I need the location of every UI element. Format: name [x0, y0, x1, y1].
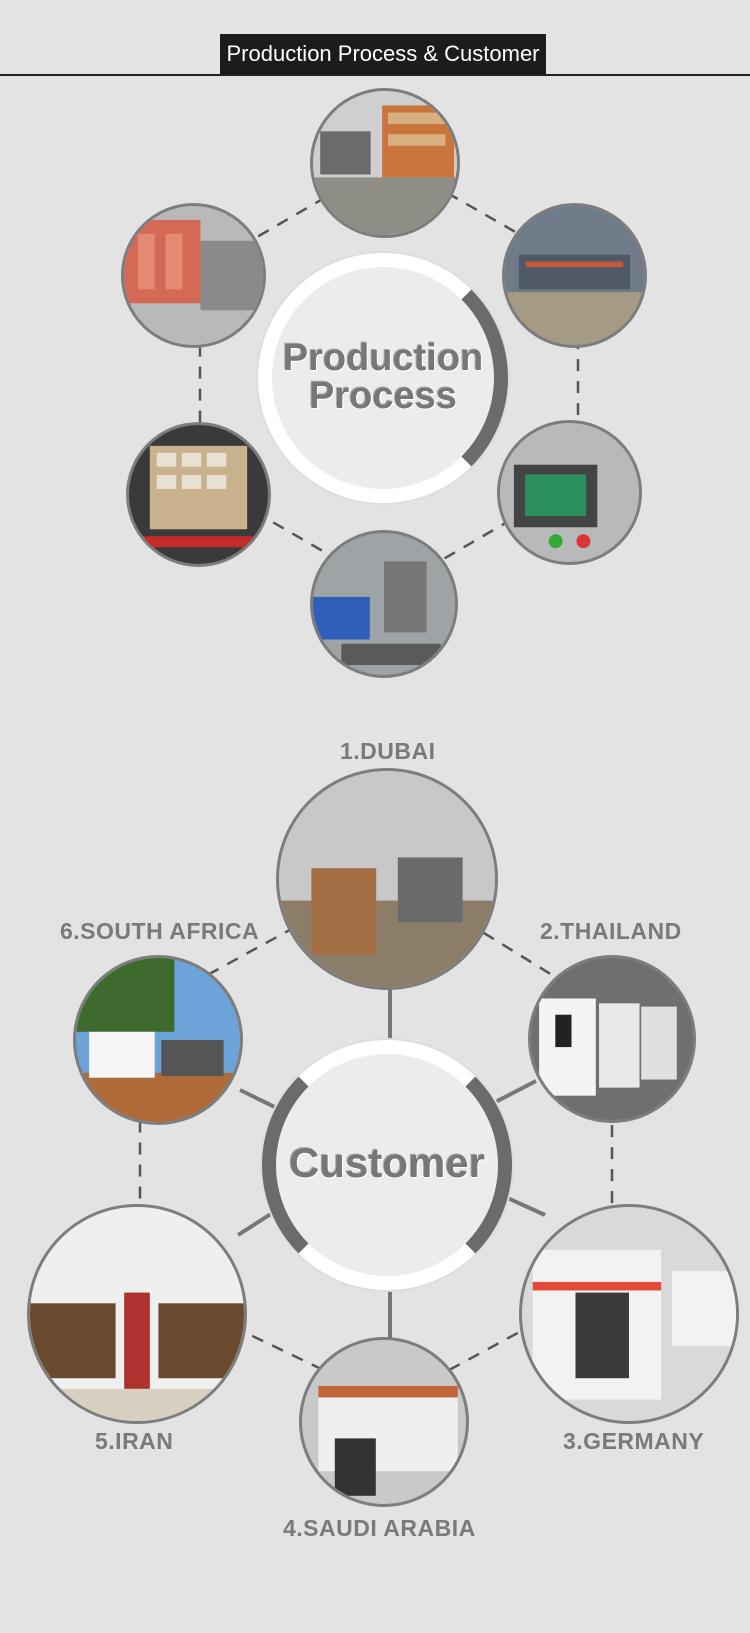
page-title: Production Process & Customer: [220, 34, 546, 74]
container-loading-photo: [126, 422, 271, 567]
iran-photo: [27, 1204, 247, 1424]
saudi-arabia-photo: [299, 1337, 469, 1507]
label-dubai: 1.DUBAI: [340, 738, 436, 764]
control-panel-photo: [497, 420, 642, 565]
customer-title: Customer: [288, 1139, 486, 1186]
factory-floor-photo: [502, 203, 647, 348]
machining-photo: [310, 530, 458, 678]
production-title-line1: Production: [282, 337, 484, 379]
label-iran: 5.IRAN: [95, 1428, 174, 1454]
thailand-photo: [528, 955, 696, 1123]
customer-hub: Customer: [262, 1040, 512, 1290]
production-title-line2: Process: [309, 375, 457, 417]
south-africa-photo: [73, 955, 243, 1125]
red-cabinets-photo: [121, 203, 266, 348]
dubai-photo: [276, 768, 498, 990]
germany-photo: [519, 1204, 739, 1424]
header-rule: [0, 74, 750, 76]
label-saudi-arabia: 4.SAUDI ARABIA: [283, 1515, 476, 1541]
label-south-africa: 6.SOUTH AFRICA: [60, 918, 260, 944]
label-thailand: 2.THAILAND: [540, 918, 682, 944]
production-hub: Production Process: [258, 253, 508, 503]
warehouse-shelves-photo: [310, 88, 460, 238]
label-germany: 3.GERMANY: [563, 1428, 705, 1454]
